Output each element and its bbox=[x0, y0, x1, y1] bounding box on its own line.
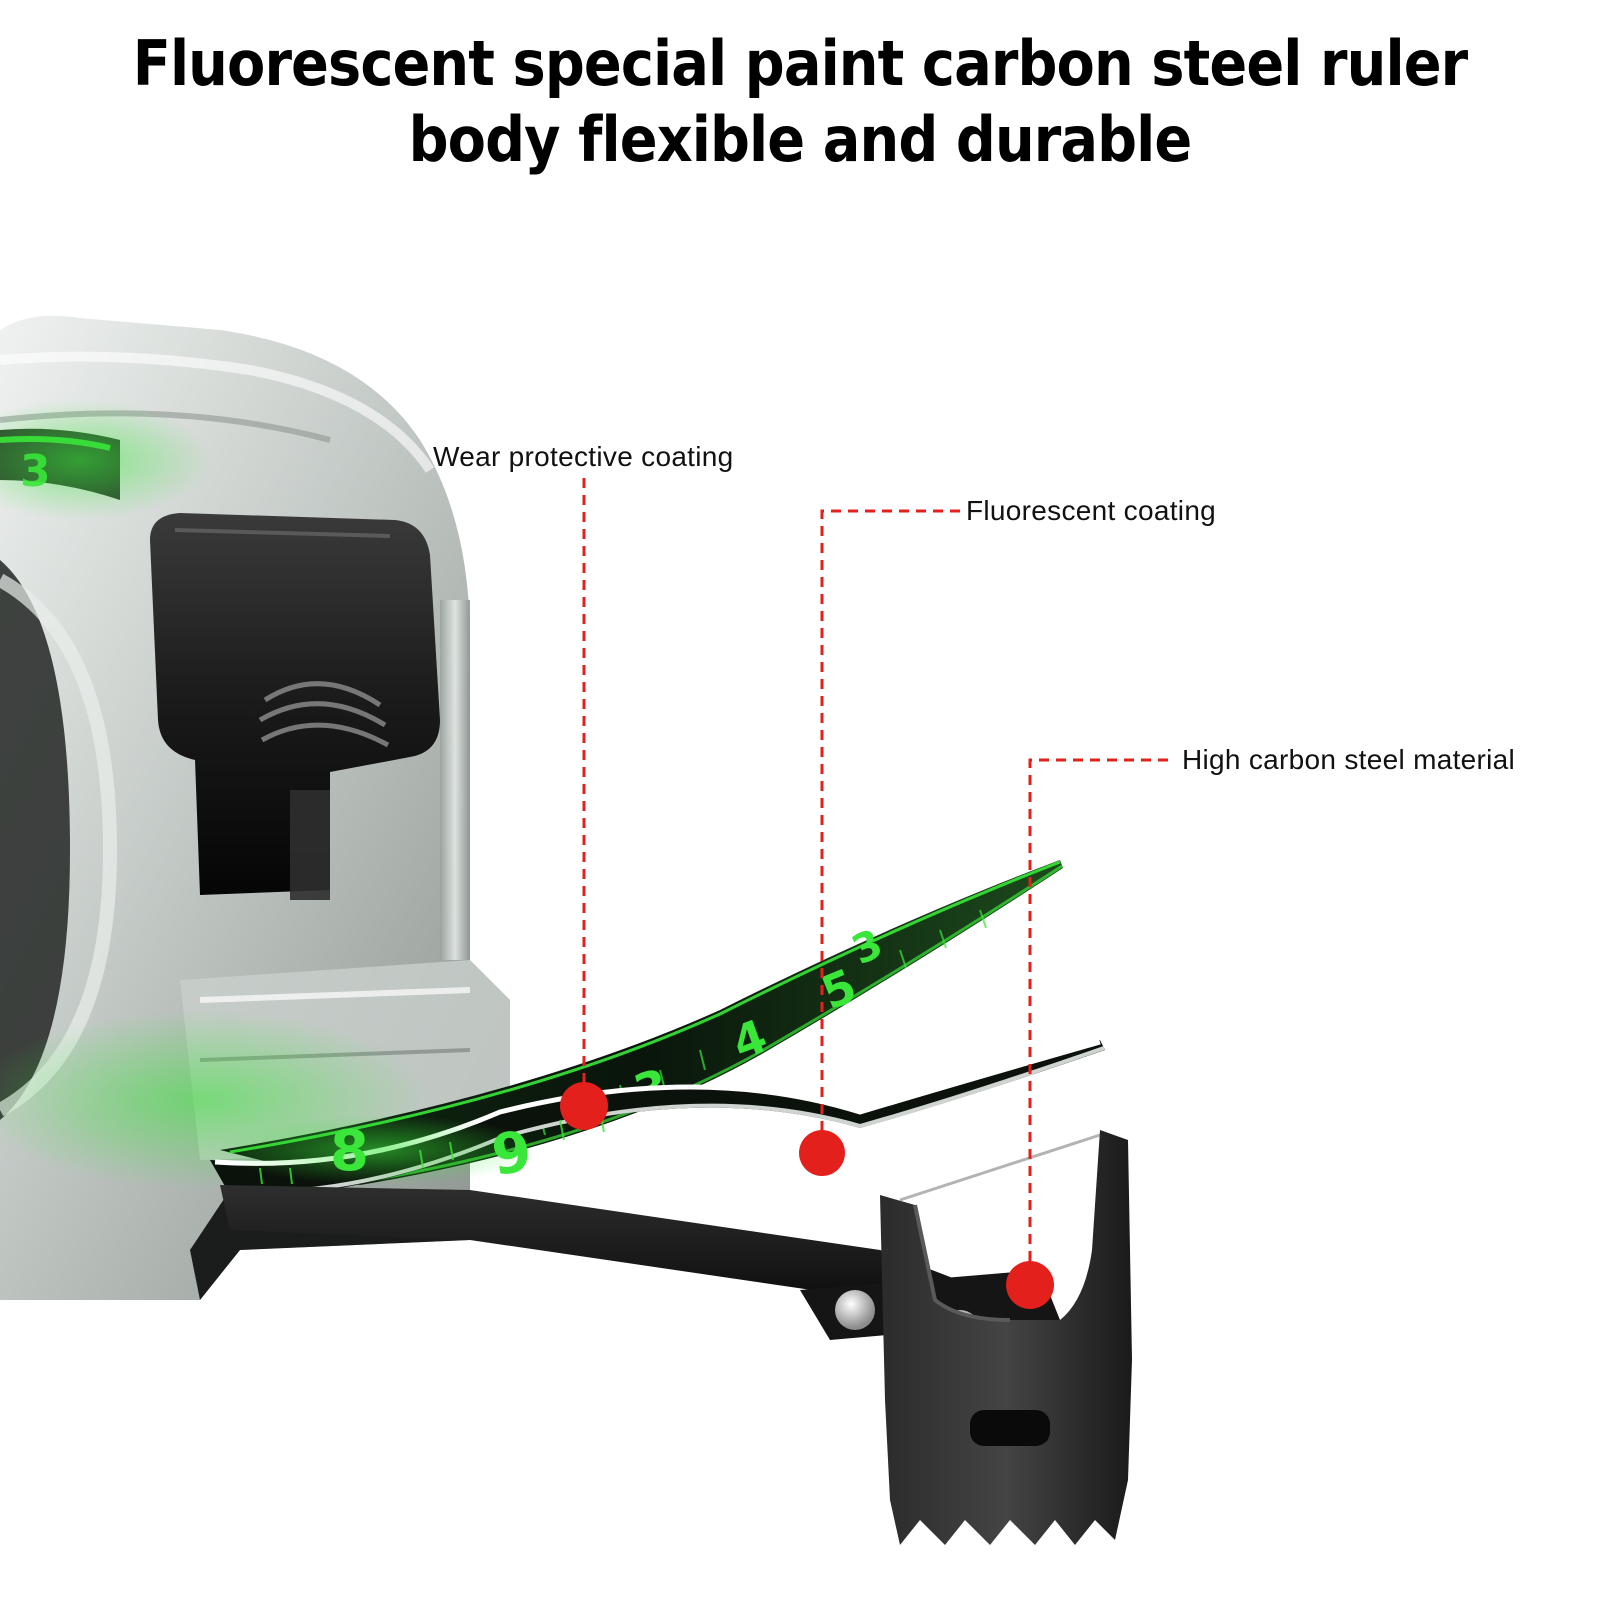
hook-slot bbox=[970, 1410, 1050, 1446]
leader-steel bbox=[1028, 758, 1168, 1282]
headline-line-2: body flexible and durable bbox=[408, 103, 1193, 176]
callout-fluorescent-coating: Fluorescent coating bbox=[966, 495, 1217, 526]
callout-leaders bbox=[582, 478, 1168, 1282]
end-hook bbox=[880, 1130, 1132, 1545]
headline-line-1: Fluorescent special paint carbon steel r… bbox=[132, 27, 1468, 100]
marker-steel-material bbox=[1006, 1261, 1054, 1309]
lock-button bbox=[150, 513, 440, 900]
marker-wear-coating bbox=[560, 1082, 608, 1130]
headline: Fluorescent special paint carbon steel r… bbox=[80, 26, 1520, 178]
tape-number: 9 bbox=[488, 1119, 536, 1189]
leader-fluorescent bbox=[820, 509, 960, 1148]
marker-fluorescent-coating bbox=[799, 1130, 845, 1176]
callout-wear-protective-coating: Wear protective coating bbox=[433, 441, 734, 472]
tape-number: 8 bbox=[330, 1119, 369, 1184]
rivet bbox=[835, 1290, 875, 1330]
main-tape: 8 9 bbox=[210, 1039, 1105, 1196]
callout-high-carbon-steel: High carbon steel material bbox=[1182, 744, 1516, 775]
